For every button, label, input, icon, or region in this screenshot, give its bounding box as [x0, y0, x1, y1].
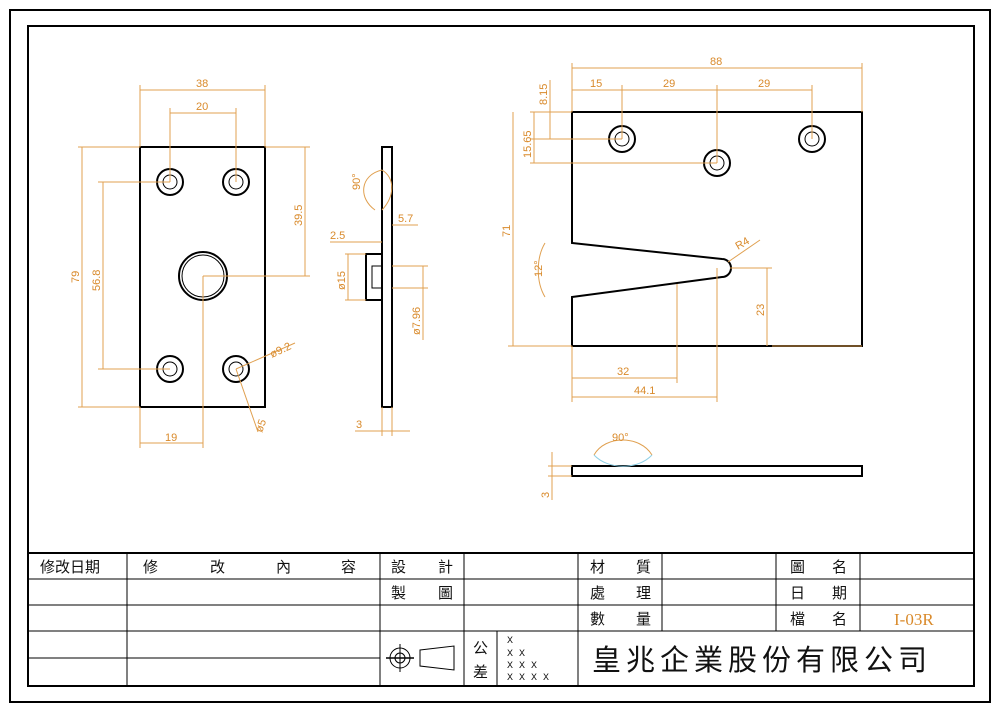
label-rev-content-3: 內 — [276, 559, 291, 576]
dim-plate-angle-90: 90° — [612, 432, 629, 444]
label-design-1: 設 — [391, 559, 406, 576]
label-design-2: 計 — [438, 559, 453, 576]
label-treatment-1: 處 — [590, 585, 605, 602]
dim-2-5: 2.5 — [330, 230, 345, 242]
dim-29-b: 29 — [758, 78, 770, 90]
label-material-1: 材 — [590, 559, 605, 576]
dim-29-a: 29 — [663, 78, 675, 90]
plate-view: 88 15 29 29 8.15 15.65 71 12° R4 23 32 4… — [501, 56, 863, 402]
dim-15: 15 — [590, 78, 602, 90]
projection-symbol-icon — [386, 644, 455, 672]
dim-dia-5: ø5 — [254, 418, 270, 434]
dim-39-5: 39.5 — [293, 205, 305, 226]
label-file-name-2: 名 — [832, 611, 847, 628]
dim-20: 20 — [196, 101, 208, 113]
label-drawing-1: 製 — [391, 585, 406, 602]
dim-side-3: 3 — [356, 419, 362, 431]
dim-38: 38 — [196, 78, 208, 90]
outer-border — [9, 9, 991, 703]
tolerance-row-3: X X X — [507, 661, 537, 672]
dim-dia-9-2: ø9.2 — [268, 341, 293, 361]
label-rev-content-4: 容 — [341, 559, 356, 576]
title-block: 修改日期 修 改 內 容 設 計 材 質 圖 名 製 圖 處 理 日 期 數 量… — [28, 552, 974, 686]
label-date-2: 期 — [832, 585, 847, 602]
label-quantity-1: 數 — [590, 611, 605, 628]
dim-side-angle-90: 90° — [351, 173, 363, 190]
hole-bottom-right — [222, 355, 250, 383]
dim-angle-12: 12° — [533, 260, 545, 277]
file-name-value: I-03R — [894, 610, 934, 629]
side-boss — [365, 253, 383, 301]
label-treatment-2: 理 — [636, 586, 651, 602]
label-rev-date: 修改日期 — [40, 559, 100, 576]
tolerance-row-2: X X — [507, 649, 525, 660]
label-material-2: 質 — [636, 558, 651, 576]
dim-15-65: 15.65 — [522, 130, 534, 158]
label-rev-content-2: 改 — [210, 559, 225, 576]
label-tolerance-1: 公 — [473, 641, 488, 657]
label-rev-content-1: 修 — [143, 559, 158, 576]
dim-32: 32 — [617, 366, 629, 378]
dim-88: 88 — [710, 56, 722, 68]
label-drawing-name-2: 名 — [832, 559, 847, 576]
dim-56-8: 56.8 — [91, 270, 103, 291]
company-name: 皇兆企業股份有限公司 — [592, 643, 932, 677]
dim-23: 23 — [755, 304, 767, 316]
tolerance-row-1: X — [507, 636, 513, 647]
plate-side-bar — [571, 465, 863, 477]
dim-5-7: 5.7 — [398, 213, 413, 225]
side-pin — [371, 265, 383, 289]
inner-border — [27, 25, 975, 687]
hole-bottom-right-inner — [228, 361, 244, 377]
dim-dia-15: ø15 — [336, 271, 348, 290]
label-drawing-name-1: 圖 — [790, 559, 805, 576]
side-plate — [381, 146, 393, 408]
label-file-name-1: 檔 — [790, 611, 805, 628]
label-date-1: 日 — [790, 586, 805, 602]
tolerance-row-4: X X X X — [507, 673, 549, 684]
dim-plate-3: 3 — [540, 492, 552, 498]
label-tolerance-2: 差 — [473, 664, 488, 681]
side-view: 90° 5.7 2.5 ø15 ø7.96 3 — [330, 146, 428, 436]
plate-outline — [571, 111, 863, 347]
dim-71: 71 — [501, 225, 513, 237]
dim-8-15: 8.15 — [538, 84, 550, 105]
label-quantity-2: 量 — [636, 612, 651, 628]
label-drawing-2: 圖 — [438, 585, 453, 602]
dim-44-1: 44.1 — [634, 385, 655, 397]
dim-79: 79 — [70, 271, 82, 283]
dim-dia-7-96: ø7.96 — [411, 307, 423, 335]
dim-19: 19 — [165, 432, 177, 444]
dim-r4: R4 — [734, 235, 752, 252]
front-view: 38 20 79 56.8 39.5 ø9.2 ø5 19 — [70, 78, 310, 448]
plate-side-view: 90° 3 — [540, 432, 863, 500]
